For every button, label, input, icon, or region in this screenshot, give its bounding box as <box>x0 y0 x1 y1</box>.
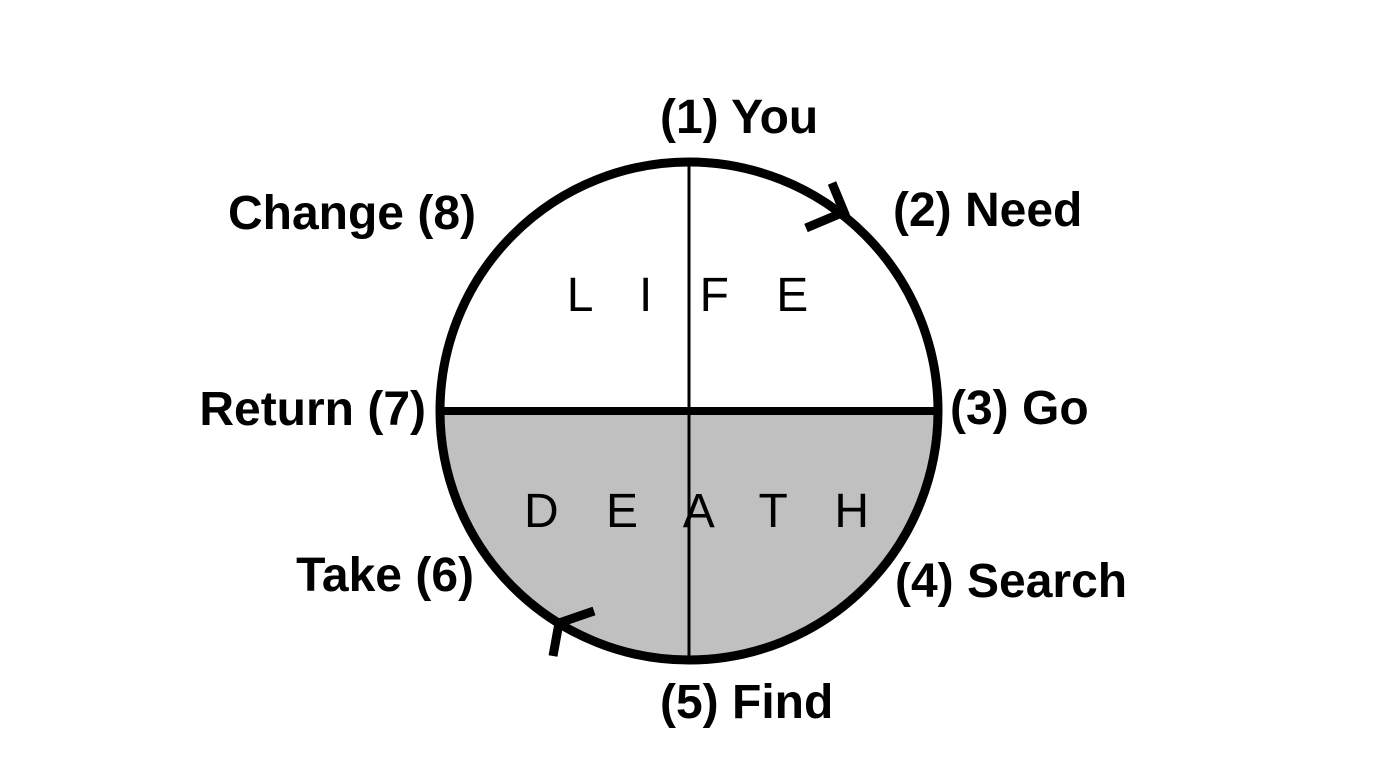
stage-5-label: (5) Find <box>660 676 833 729</box>
clockwise-arrow-bottom-left-icon <box>548 606 596 657</box>
story-circle-outline <box>435 157 943 665</box>
clockwise-arrow-top-right-icon <box>804 181 850 233</box>
stage-6-label: Take (6) <box>296 549 474 602</box>
death-label: D E A T H <box>524 485 886 538</box>
stage-4-label: (4) Search <box>895 555 1127 608</box>
life-label: L I F E <box>567 269 826 322</box>
stage-2-label: (2) Need <box>893 184 1082 237</box>
stage-3-label: (3) Go <box>950 382 1089 435</box>
stage-7-label: Return (7) <box>199 383 426 436</box>
stage-8-label: Change (8) <box>228 187 476 240</box>
stage-1-label: (1) You <box>660 91 818 144</box>
